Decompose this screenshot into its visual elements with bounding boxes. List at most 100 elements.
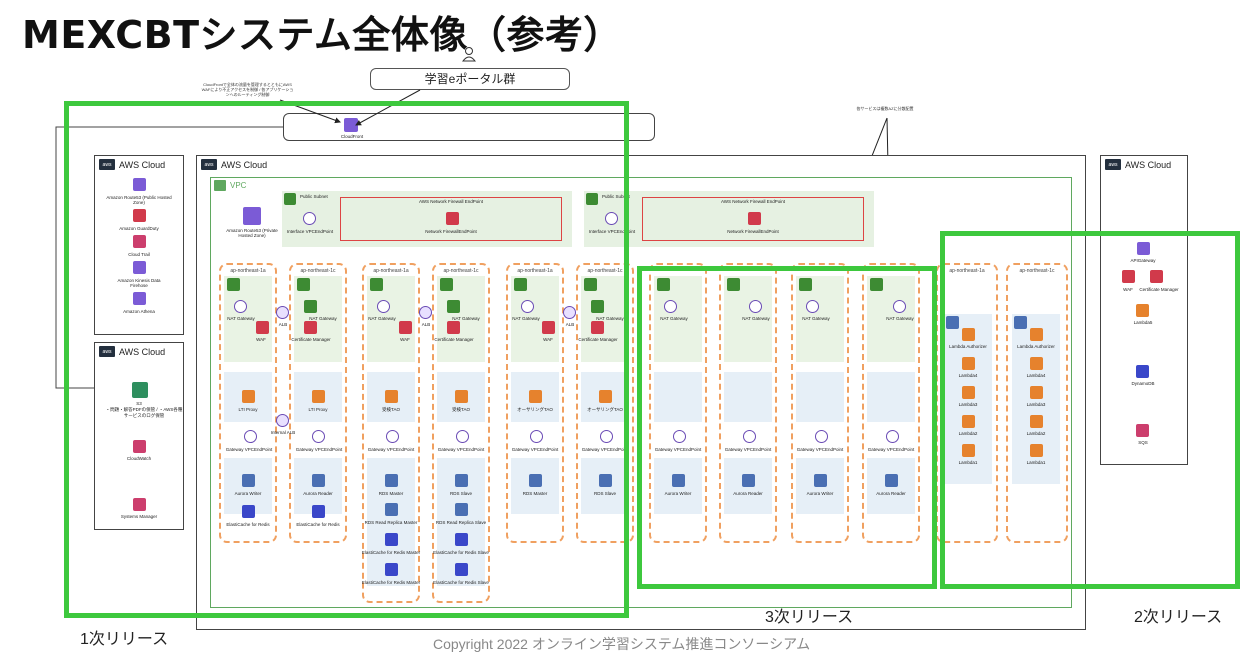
waf-icon [256, 321, 269, 334]
public-subnet-2 [584, 191, 874, 247]
az-column: ap-northeast-1c [432, 263, 490, 603]
route53-public-label: Amazon Route53 (Public Hosted Zone) [106, 195, 172, 205]
nat-gateway-icon [377, 300, 390, 313]
sqs-label: SQS [1138, 440, 1148, 445]
waf-icon [1122, 270, 1135, 283]
sqs-icon [1136, 424, 1149, 437]
public-subnet-1 [282, 191, 572, 247]
release3-label: 3次リリース [765, 609, 854, 626]
nat-gateway-icon [234, 300, 247, 313]
waf-icon [399, 321, 412, 334]
guardduty-label: Amazon GuardDuty [119, 226, 159, 231]
s3-icon [132, 382, 148, 398]
subnet-lock-icon [584, 278, 597, 291]
nat-gateway-label: NAT Gateway [660, 316, 688, 321]
gateway-endpoint-label: Gateway VPCEndPoint [225, 447, 273, 452]
aurora-writer-label: Aurora Writer [806, 491, 834, 496]
gateway-endpoint-icon [600, 430, 613, 443]
subnet-lock-icon [657, 278, 670, 291]
tao-label: 受検TAO [452, 407, 470, 412]
lambda-icon [1030, 415, 1043, 428]
tao-icon [529, 390, 542, 403]
certificate-manager-icon [304, 321, 317, 334]
vpc-box: VPC [210, 177, 1072, 608]
dynamodb-icon [1136, 365, 1149, 378]
cloudfront-box [283, 113, 655, 141]
certificate-manager-icon [591, 321, 604, 334]
api-gateway-icon [1137, 242, 1150, 255]
nat-gateway-label: NAT Gateway [512, 316, 540, 321]
gateway-endpoint-icon [312, 430, 325, 443]
lambda-label: Lambda4 [958, 373, 978, 378]
alb-label: ALB [278, 322, 288, 327]
rds-slave-label: RDS Slave [593, 491, 616, 496]
rds-replica-label: RDS Read Replica Slave [435, 520, 487, 525]
gateway-endpoint-icon [386, 430, 399, 443]
lti-proxy-label: LTI Proxy [238, 407, 258, 412]
left-services-list: Amazon Route53 (Public Hosted Zone) Amaz… [104, 178, 174, 314]
lambda-label: Lambda4 [1026, 373, 1046, 378]
certificate-manager-icon [1150, 270, 1163, 283]
az-column [862, 263, 920, 543]
gateway-endpoint-label: Gateway VPCEndPoint [511, 447, 559, 452]
user-icon [462, 47, 476, 62]
cloudfront-label: CloudFront [340, 134, 364, 139]
lambda-icon [962, 444, 975, 457]
private-subnet-blue [867, 372, 915, 422]
firewall-label-2: Network FirewallEndPoint [727, 229, 779, 234]
tao-label: オーサリングTAO [517, 407, 553, 412]
nat-gateway-icon [806, 300, 819, 313]
cloudtrail-icon [132, 235, 146, 248]
systems-manager-icon [133, 498, 146, 511]
firewall-title-2: AWS Network Firewall EndPoint [720, 199, 786, 204]
aws-cloud-label: AWS Cloud [1125, 159, 1172, 170]
subnet-lock-icon [514, 278, 527, 291]
public-subnet-label: Public Subnet [300, 194, 328, 199]
gateway-endpoint-icon [886, 430, 899, 443]
portal-box: 学習eポータル群 [370, 68, 570, 90]
subnet-lock-icon [297, 278, 310, 291]
gateway-endpoint-icon [530, 430, 543, 443]
subnet-lock-icon [799, 278, 812, 291]
nat-gateway-label: NAT Gateway [596, 316, 624, 321]
kinesis-label: Amazon Kinesis Data Firehose [117, 278, 161, 288]
nat-gateway-icon [447, 300, 460, 313]
alb-icon [276, 306, 289, 319]
elasticache-icon [455, 533, 468, 546]
aws-cloud-label: AWS Cloud [119, 346, 166, 357]
nat-gateway-icon [304, 300, 317, 313]
gateway-endpoint-label: Gateway VPCEndPoint [295, 447, 343, 452]
lambda-label: Lambda3 [958, 402, 978, 407]
az-column: ap-northeast-1a [219, 263, 277, 543]
lambda-label: Lambda1 [1026, 460, 1046, 465]
rds-icon [599, 474, 612, 487]
az-column: ap-northeast-1a [506, 263, 564, 543]
lambda-label: Lambda3 [1026, 402, 1046, 407]
cloudfront-icon [344, 118, 358, 132]
nat-gateway-icon [749, 300, 762, 313]
certificate-manager-icon [447, 321, 460, 334]
rds-master-label: RDS Master [522, 491, 548, 496]
waf-icon [542, 321, 555, 334]
elasticache-label: ElastiCache for Redis Master [361, 550, 421, 555]
certificate-manager-label: Certificate Manager [291, 337, 331, 342]
aws-cloud-label: AWS Cloud [221, 159, 268, 170]
lambda-label: Lambda2 [1026, 431, 1046, 436]
az-column: ap-northeast-1c [576, 263, 634, 543]
cloudwatch-icon [133, 440, 146, 453]
tao-label: オーサリングTAO [587, 407, 623, 412]
firewall-box-2 [642, 197, 864, 241]
rds-master-label: RDS Master [378, 491, 404, 496]
nat-gateway-label: NAT Gateway [227, 316, 255, 321]
waf-label: WAF [256, 337, 266, 342]
elasticache-label: ElastiCache for Redis Slave [433, 550, 489, 555]
aurora-icon [672, 474, 685, 487]
nat-gateway-icon [591, 300, 604, 313]
gateway-endpoint-label: Gateway VPCEndPoint [367, 447, 415, 452]
waf-label: WAF [543, 337, 553, 342]
certificate-manager-label: Certificate Manager [578, 337, 618, 342]
lambda-icon [962, 386, 975, 399]
tao-icon [455, 390, 468, 403]
route53-private-label: Amazon Route53 (Private Hosted Zone) [226, 228, 278, 238]
rds-icon [529, 474, 542, 487]
